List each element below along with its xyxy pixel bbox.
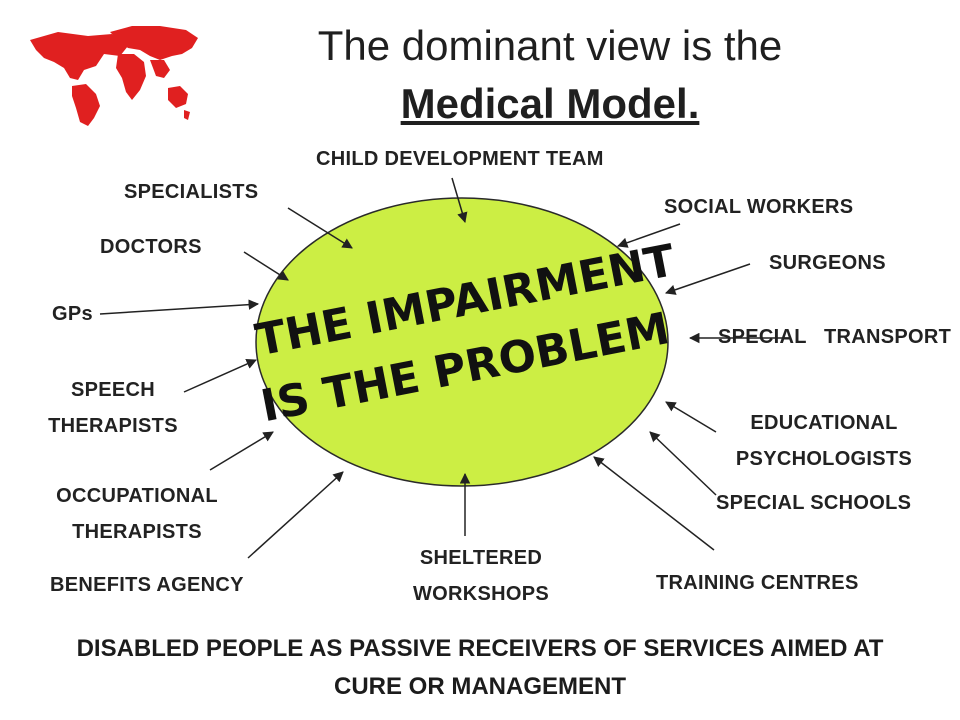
label-benefits-agency: BENEFITS AGENCY: [50, 574, 244, 596]
footer-line-2: CURE OR MANAGEMENT: [334, 673, 626, 700]
arrow-occupational-therapists: [209, 431, 274, 471]
title-line-2: Medical Model.: [400, 80, 700, 127]
label-doctors: DOCTORS: [100, 236, 202, 258]
arrow-doctors: [243, 251, 289, 281]
label-special-schools: SPECIAL SCHOOLS: [716, 492, 912, 514]
label-special-transport: SPECIAL TRANSPORT: [718, 326, 952, 348]
label-surgeons: SURGEONS: [769, 252, 886, 274]
label-child-development-team: CHILD DEVELOPMENT TEAM: [316, 148, 604, 170]
label-training-centres: TRAINING CENTRES: [656, 572, 859, 594]
arrow-special-schools: [649, 431, 717, 496]
label-social-workers: SOCIAL WORKERS: [664, 196, 854, 218]
label-specialists: SPECIALISTS: [124, 181, 259, 203]
label-speech-therapists: SPEECH THERAPISTS: [38, 372, 188, 444]
footer-caption: DISABLED PEOPLE AS PASSIVE RECEIVERS OF …: [0, 630, 960, 706]
label-occupational-therapists: OCCUPATIONAL THERAPISTS: [42, 478, 232, 550]
arrow-training-centres: [593, 456, 715, 551]
label-educational-psychologists: EDUCATIONAL PSYCHOLOGISTS: [718, 405, 930, 477]
label-sheltered-line-2: WORKSHOPS: [412, 583, 550, 605]
arrow-benefits-agency: [247, 471, 344, 559]
arrow-social-workers: [617, 223, 681, 248]
label-edu-line-1: EDUCATIONAL: [750, 412, 898, 434]
label-sheltered-workshops: SHELTERED WORKSHOPS: [396, 540, 566, 612]
arrow-educational-psychologists: [665, 401, 717, 433]
arrow-specialists: [287, 207, 353, 249]
label-speech-line-1: SPEECH: [70, 379, 156, 401]
label-sheltered-line-1: SHELTERED: [419, 547, 543, 569]
arrow-child-development: [451, 177, 468, 224]
label-speech-line-2: THERAPISTS: [48, 415, 178, 437]
label-occ-line-2: THERAPISTS: [72, 521, 202, 543]
label-gps: GPs: [52, 303, 93, 325]
label-edu-line-2: PSYCHOLOGISTS: [735, 448, 913, 470]
label-occ-line-1: OCCUPATIONAL: [56, 485, 218, 507]
central-ellipse: [255, 197, 669, 487]
footer-line-1: DISABLED PEOPLE AS PASSIVE RECEIVERS OF …: [76, 635, 884, 662]
world-map-icon: [30, 26, 198, 126]
title-line-1: The dominant view is the: [317, 22, 783, 69]
arrow-surgeons: [665, 263, 751, 295]
arrow-speech-therapists: [183, 359, 257, 393]
arrow-gps: [99, 299, 260, 315]
